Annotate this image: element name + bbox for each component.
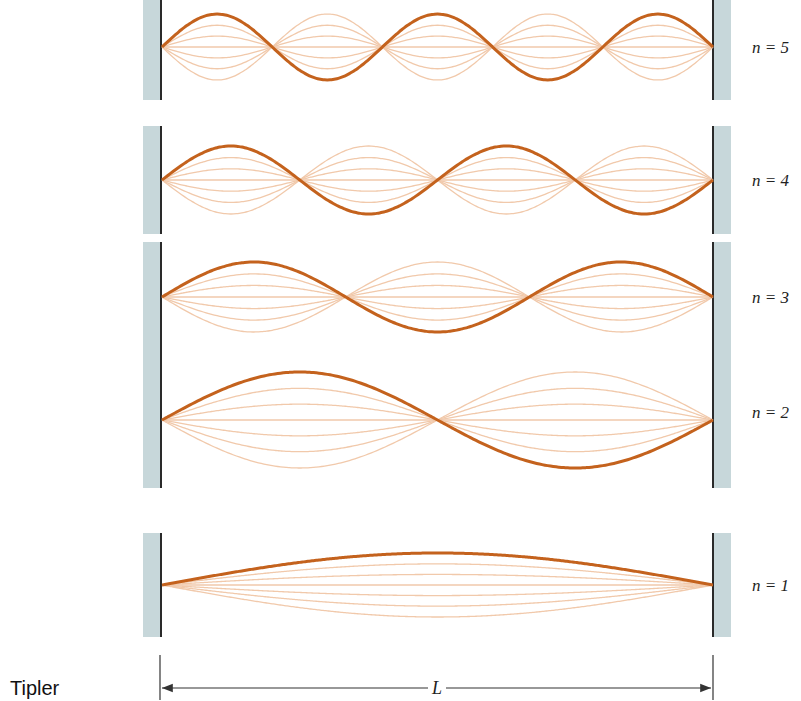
faint-wave xyxy=(162,25,713,69)
mode-wave xyxy=(162,262,713,332)
faint-wave xyxy=(162,584,713,585)
faint-wave xyxy=(162,262,713,332)
string-modes xyxy=(162,14,713,617)
dimension-line xyxy=(160,655,713,700)
wall xyxy=(714,352,731,488)
mode-number: n = 5 xyxy=(752,39,789,56)
faint-wave xyxy=(162,585,713,596)
mode-number: n = 1 xyxy=(752,577,789,594)
faint-wave xyxy=(162,296,713,297)
faint-wave xyxy=(162,285,713,308)
wall xyxy=(714,0,731,100)
mode-number: n = 3 xyxy=(752,289,789,306)
mode-wave xyxy=(162,14,713,80)
faint-wave xyxy=(162,585,713,606)
wall xyxy=(143,126,160,234)
faint-wave xyxy=(162,274,713,320)
faint-wave xyxy=(162,46,713,47)
faint-wave xyxy=(162,285,713,308)
mode-wave xyxy=(162,146,713,214)
length-label: L xyxy=(428,679,446,697)
faint-wave xyxy=(162,585,713,617)
fixed-ends xyxy=(143,0,731,637)
faint-wave xyxy=(162,146,713,214)
mode-number: n = 4 xyxy=(752,172,789,189)
wall xyxy=(143,533,160,637)
mode-wave xyxy=(162,553,713,585)
wall xyxy=(714,533,731,637)
mode-wave xyxy=(162,372,713,468)
faint-wave xyxy=(162,36,713,58)
faint-wave xyxy=(162,36,713,58)
faint-wave xyxy=(162,564,713,585)
wall xyxy=(714,126,731,234)
wall xyxy=(143,352,160,488)
credit-text: Tipler xyxy=(10,678,59,698)
faint-wave xyxy=(162,14,713,80)
faint-wave xyxy=(162,274,713,320)
faint-wave xyxy=(162,372,713,468)
mode-number: n = 2 xyxy=(752,404,789,421)
faint-wave xyxy=(162,25,713,69)
wall xyxy=(143,242,160,352)
wall xyxy=(143,0,160,100)
wall xyxy=(714,242,731,352)
